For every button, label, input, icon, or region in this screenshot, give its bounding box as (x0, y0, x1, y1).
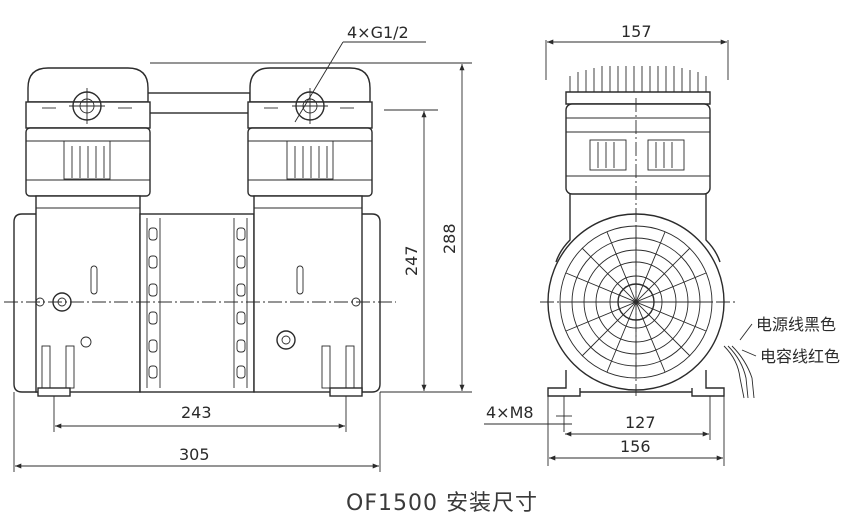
side-width-127-label: 127 (625, 413, 656, 432)
cooling-fins (565, 66, 711, 105)
front-view: 4×G1/2 247 288 243 305 (4, 23, 472, 472)
side-view: 157 (484, 22, 840, 466)
height-247-label: 247 (402, 245, 421, 276)
drawing-caption: OF1500 安装尺寸 (346, 491, 538, 516)
side-width-157-label: 157 (621, 22, 652, 41)
height-288-label: 288 (440, 223, 459, 254)
width-305-label: 305 (179, 445, 210, 464)
side-width-156-label: 156 (620, 437, 651, 456)
pump-body (13, 195, 381, 397)
port-callout-label: 4×G1/2 (347, 23, 409, 42)
right-cylinder-head (247, 67, 373, 197)
wire-black-label: 电源线黑色 (756, 315, 836, 334)
left-cylinder-head (25, 67, 151, 197)
lead-wires (723, 323, 757, 399)
mount-bolt-label: 4×M8 (486, 403, 534, 422)
wire-red-label: 电容线红色 (760, 347, 840, 366)
width-243-label: 243 (181, 403, 212, 422)
